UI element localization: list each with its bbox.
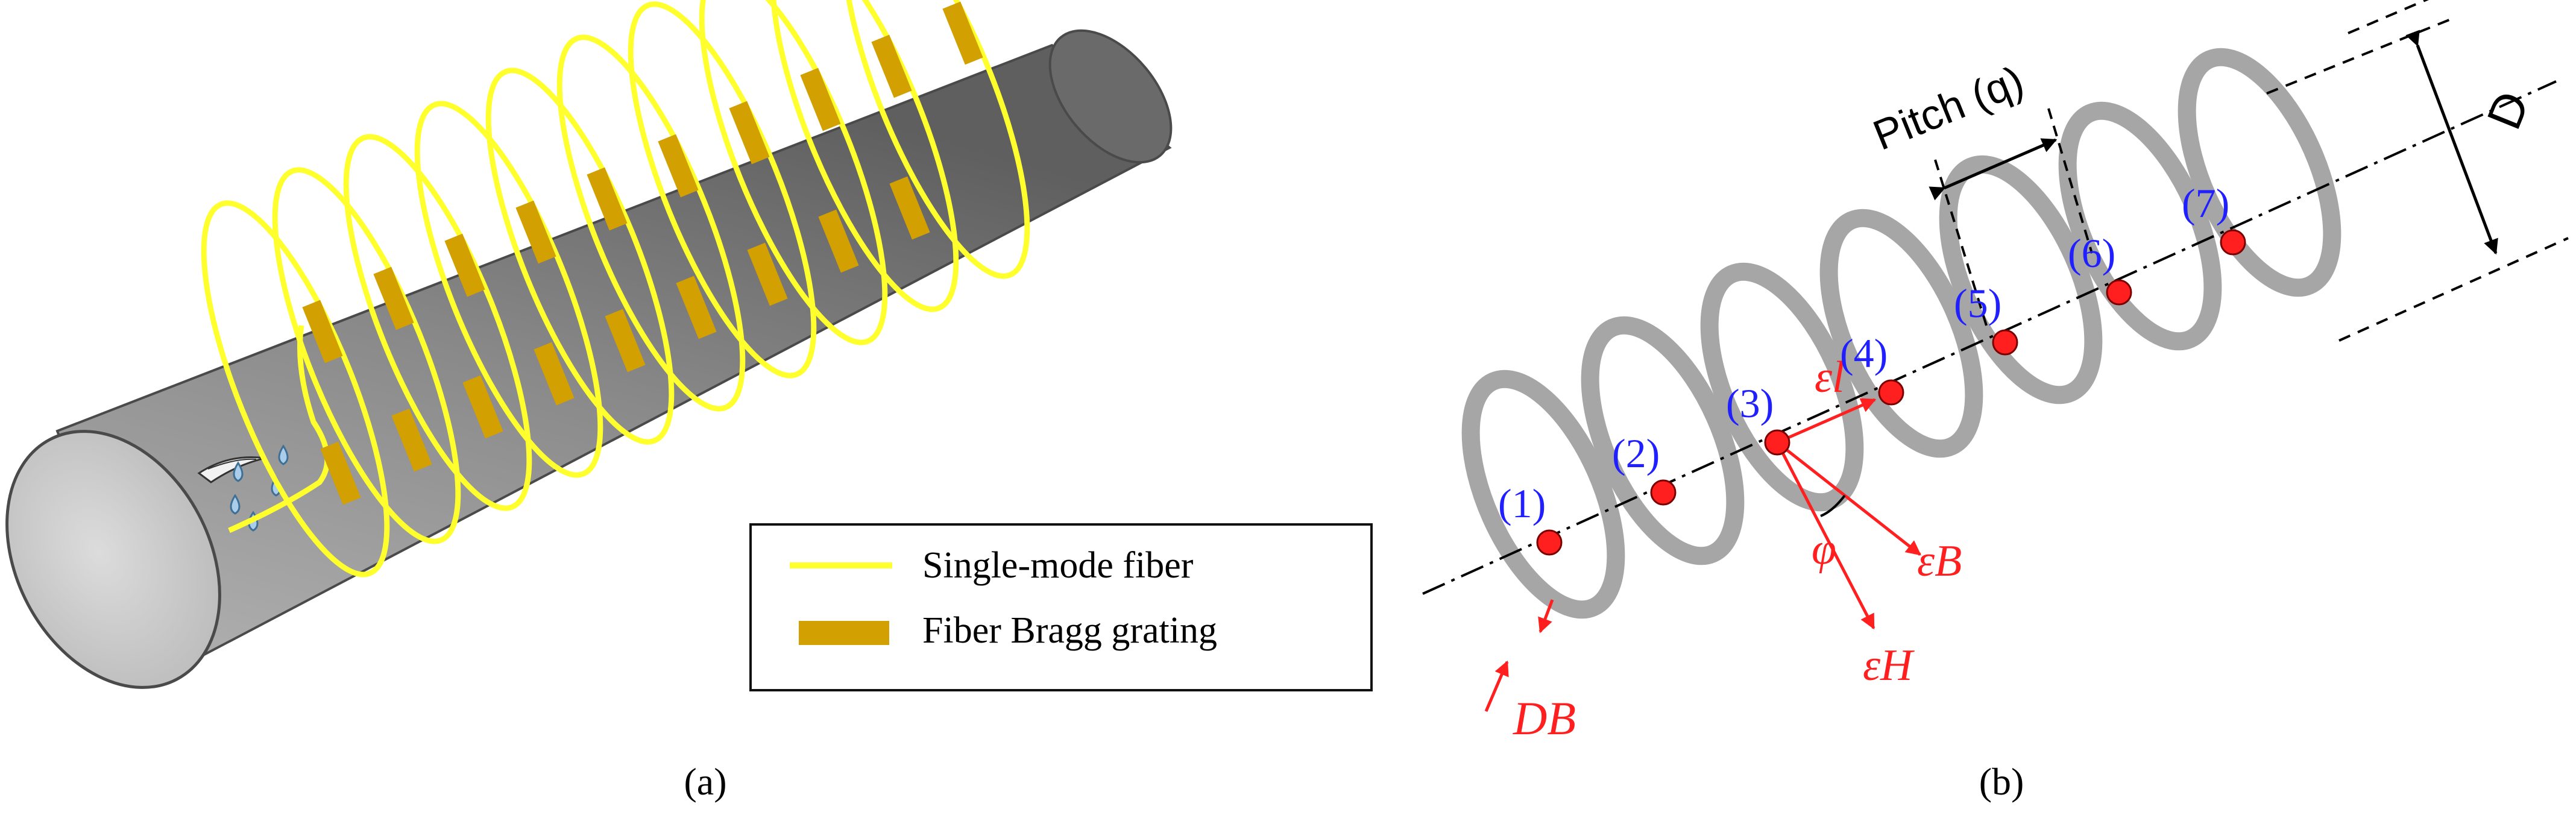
epsilon-l-arrow — [1776, 398, 1877, 444]
fbg-segment — [676, 275, 717, 339]
coil-loop — [1581, 316, 1745, 565]
sensing-point-label: (5) — [1954, 280, 2001, 326]
epsilon-l-label: εl — [1815, 353, 1845, 402]
fiber-loop — [699, 0, 888, 345]
pipe-far-end — [1048, 29, 1173, 164]
fbg-segment — [462, 375, 503, 439]
fiber-loop — [414, 101, 603, 478]
fiber-loop — [770, 0, 959, 312]
fbg-segment — [889, 176, 930, 240]
legend-fiber-label: Single-mode fiber — [922, 545, 1194, 586]
sensing-point — [1764, 429, 1790, 456]
phi-angle-arc — [1820, 494, 1846, 517]
fbg-segment — [800, 68, 841, 131]
fiber-loop — [201, 200, 390, 577]
fbg-segment — [747, 242, 788, 306]
sensing-point — [1536, 529, 1563, 556]
helix-axis — [1422, 80, 2557, 595]
pipe-near-end — [5, 430, 221, 689]
fbg-segment — [587, 167, 628, 231]
fiber-helix — [201, 0, 1030, 577]
fbg-segment — [444, 233, 485, 297]
legend-fbg-label: Fiber Bragg grating — [922, 610, 1217, 651]
fbg-segment — [302, 300, 343, 363]
pitch-arrow — [1929, 138, 2058, 201]
sensing-point — [1878, 379, 1904, 406]
diameter-guide-bottom — [2338, 237, 2569, 342]
coil-loop — [1700, 262, 1864, 512]
fiber-loop — [343, 134, 532, 511]
fiber-loop — [841, 0, 1030, 279]
coil-loop — [1819, 209, 1983, 458]
fiber-diameter-arrow-bottom — [1484, 660, 1509, 712]
water-drops-icon — [230, 444, 289, 532]
phi-label: φ — [1812, 524, 1836, 574]
fbg-segment — [818, 209, 859, 273]
sensing-point — [1992, 329, 2018, 356]
sensing-point-label: (7) — [2182, 180, 2229, 226]
fbg-group — [302, 1, 983, 505]
fbg-segment — [391, 408, 432, 472]
coil-helix — [1461, 48, 2341, 619]
fbg-segment — [942, 1, 983, 65]
sensing-point-label: (4) — [1840, 330, 1888, 376]
fiber-loop — [556, 34, 746, 412]
coil-loop — [1461, 370, 1625, 619]
caption-b: (b) — [1979, 760, 2024, 803]
diameter-guide-top — [2348, 0, 2430, 34]
sensing-point-label: (2) — [1612, 430, 1660, 476]
sensing-point-label: (1) — [1498, 480, 1546, 526]
coil-loop — [2178, 48, 2341, 297]
fiber-diameter-arrow-top — [1538, 599, 1554, 634]
sensing-point — [2106, 279, 2132, 306]
legend: Single-mode fiber Fiber Bragg grating — [749, 523, 1373, 691]
fbg-segment — [729, 101, 770, 165]
fbg-segment — [515, 200, 556, 264]
fbg-segment — [320, 441, 361, 505]
fbg-segment — [605, 309, 646, 373]
fbg-segment — [658, 134, 699, 198]
sensing-point-label: (6) — [2068, 230, 2115, 276]
epsilon-h-arrow — [1775, 441, 1875, 630]
panel-a: Single-mode fiber Fiber Bragg grating (a… — [5, 0, 1373, 803]
fiber-loop — [485, 68, 675, 445]
epsilon-h-label: εH — [1863, 641, 1915, 690]
fiber-loop — [628, 1, 817, 379]
fiber-loop — [272, 167, 461, 544]
pitch-label: Pitch (q) — [1866, 57, 2030, 159]
legend-box — [749, 523, 1373, 691]
pitch-guide-right — [2047, 108, 2093, 254]
legend-fbg-swatch — [799, 621, 889, 645]
fbg-segment — [534, 342, 575, 406]
sensing-point — [1650, 479, 1677, 506]
sensing-points: (1) (2) (3) (4) (5) (6) (7) — [1498, 180, 2246, 556]
sensing-point — [2220, 229, 2246, 256]
diameter-guide-top-2 — [2266, 17, 2454, 95]
coil-loop — [2058, 101, 2222, 351]
caption-a: (a) — [684, 760, 726, 803]
sensing-point-label: (3) — [1726, 380, 1774, 426]
diameter-arrow — [2405, 30, 2498, 255]
fiber-diameter-label: DB — [1513, 692, 1576, 744]
fbg-segment — [373, 266, 414, 330]
epsilon-b-label: εB — [1917, 536, 1962, 586]
coil-loop — [1939, 155, 2103, 404]
fbg-segment — [871, 34, 912, 98]
panel-b: D Pitch (q) εl εB εH φ DB (1)(2)(3)(4)(5… — [1422, 0, 2569, 803]
epsilon-b-arrow — [1776, 441, 1921, 556]
